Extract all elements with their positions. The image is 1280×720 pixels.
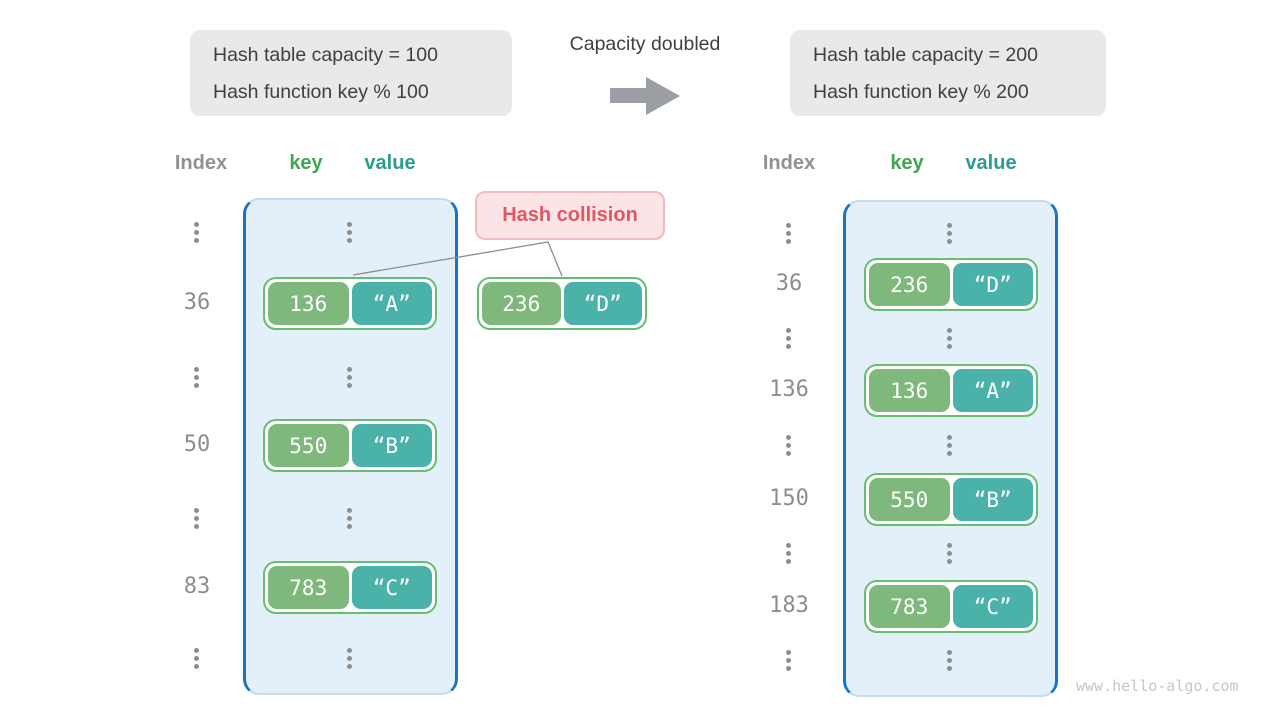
- pair-value: “B”: [952, 478, 1033, 521]
- capacity-line: Hash table capacity = 100: [213, 43, 438, 66]
- pair-key: 236: [482, 282, 561, 325]
- right-index-1: 136: [769, 377, 809, 402]
- pair-key: 136: [268, 282, 349, 325]
- pair-key: 550: [268, 424, 349, 467]
- ellipsis-icon: [786, 543, 791, 564]
- ellipsis-icon: [786, 650, 791, 671]
- ellipsis-icon: [947, 650, 952, 671]
- left-index-1: 50: [183, 432, 211, 457]
- pair-136-A: 136 “A”: [864, 364, 1038, 417]
- pair-key: 136: [869, 369, 950, 412]
- pair-value: “A”: [351, 282, 432, 325]
- pair-236-D: 236 “D”: [864, 258, 1038, 311]
- ellipsis-icon: [347, 648, 352, 669]
- ellipsis-icon: [786, 223, 791, 244]
- right-key-header: key: [890, 152, 924, 174]
- right-arrow-icon-head: [646, 77, 680, 115]
- ellipsis-icon: [947, 328, 952, 349]
- pair-value: “D”: [563, 282, 642, 325]
- left-value-header: value: [364, 152, 416, 174]
- ellipsis-icon: [947, 543, 952, 564]
- ellipsis-icon: [194, 222, 199, 243]
- hash-function-line: Hash function key % 200: [813, 80, 1029, 103]
- ellipsis-icon: [786, 435, 791, 456]
- left-index-2: 83: [183, 574, 211, 599]
- watermark: www.hello-algo.com: [1076, 677, 1239, 695]
- capacity-line: Hash table capacity = 200: [813, 43, 1038, 66]
- pair-236-D-colliding: 236 “D”: [477, 277, 647, 330]
- pair-value: “A”: [952, 369, 1033, 412]
- pair-key: 550: [869, 478, 950, 521]
- ellipsis-icon: [947, 223, 952, 244]
- ellipsis-icon: [947, 435, 952, 456]
- right-index-header: Index: [762, 152, 816, 174]
- pair-550-B: 550 “B”: [263, 419, 437, 472]
- pair-key: 236: [869, 263, 950, 306]
- capacity-doubled-label: Capacity doubled: [569, 33, 721, 55]
- left-index-header: Index: [174, 152, 228, 174]
- pair-136-A: 136 “A”: [263, 277, 437, 330]
- ellipsis-icon: [347, 367, 352, 388]
- left-index-0: 36: [183, 290, 211, 315]
- pair-783-C: 783 “C”: [864, 580, 1038, 633]
- right-index-0: 36: [775, 271, 803, 296]
- pair-783-C: 783 “C”: [263, 561, 437, 614]
- pair-value: “D”: [952, 263, 1033, 306]
- ellipsis-icon: [194, 367, 199, 388]
- hash-function-line: Hash function key % 100: [213, 80, 429, 103]
- ellipsis-icon: [194, 648, 199, 669]
- pair-value: “C”: [351, 566, 432, 609]
- right-index-3: 183: [769, 593, 809, 618]
- ellipsis-icon: [786, 328, 791, 349]
- ellipsis-icon: [347, 222, 352, 243]
- capacity-info-box-before: Hash table capacity = 100 Hash function …: [190, 30, 512, 116]
- ellipsis-icon: [194, 508, 199, 529]
- right-index-2: 150: [769, 486, 809, 511]
- pair-value: “C”: [952, 585, 1033, 628]
- right-value-header: value: [965, 152, 1017, 174]
- pair-value: “B”: [351, 424, 432, 467]
- pair-550-B: 550 “B”: [864, 473, 1038, 526]
- pair-key: 783: [268, 566, 349, 609]
- hash-collision-callout: Hash collision: [475, 191, 665, 240]
- capacity-info-box-after: Hash table capacity = 200 Hash function …: [790, 30, 1106, 116]
- pair-key: 783: [869, 585, 950, 628]
- left-key-header: key: [289, 152, 323, 174]
- right-arrow-icon: [610, 88, 648, 103]
- ellipsis-icon: [347, 508, 352, 529]
